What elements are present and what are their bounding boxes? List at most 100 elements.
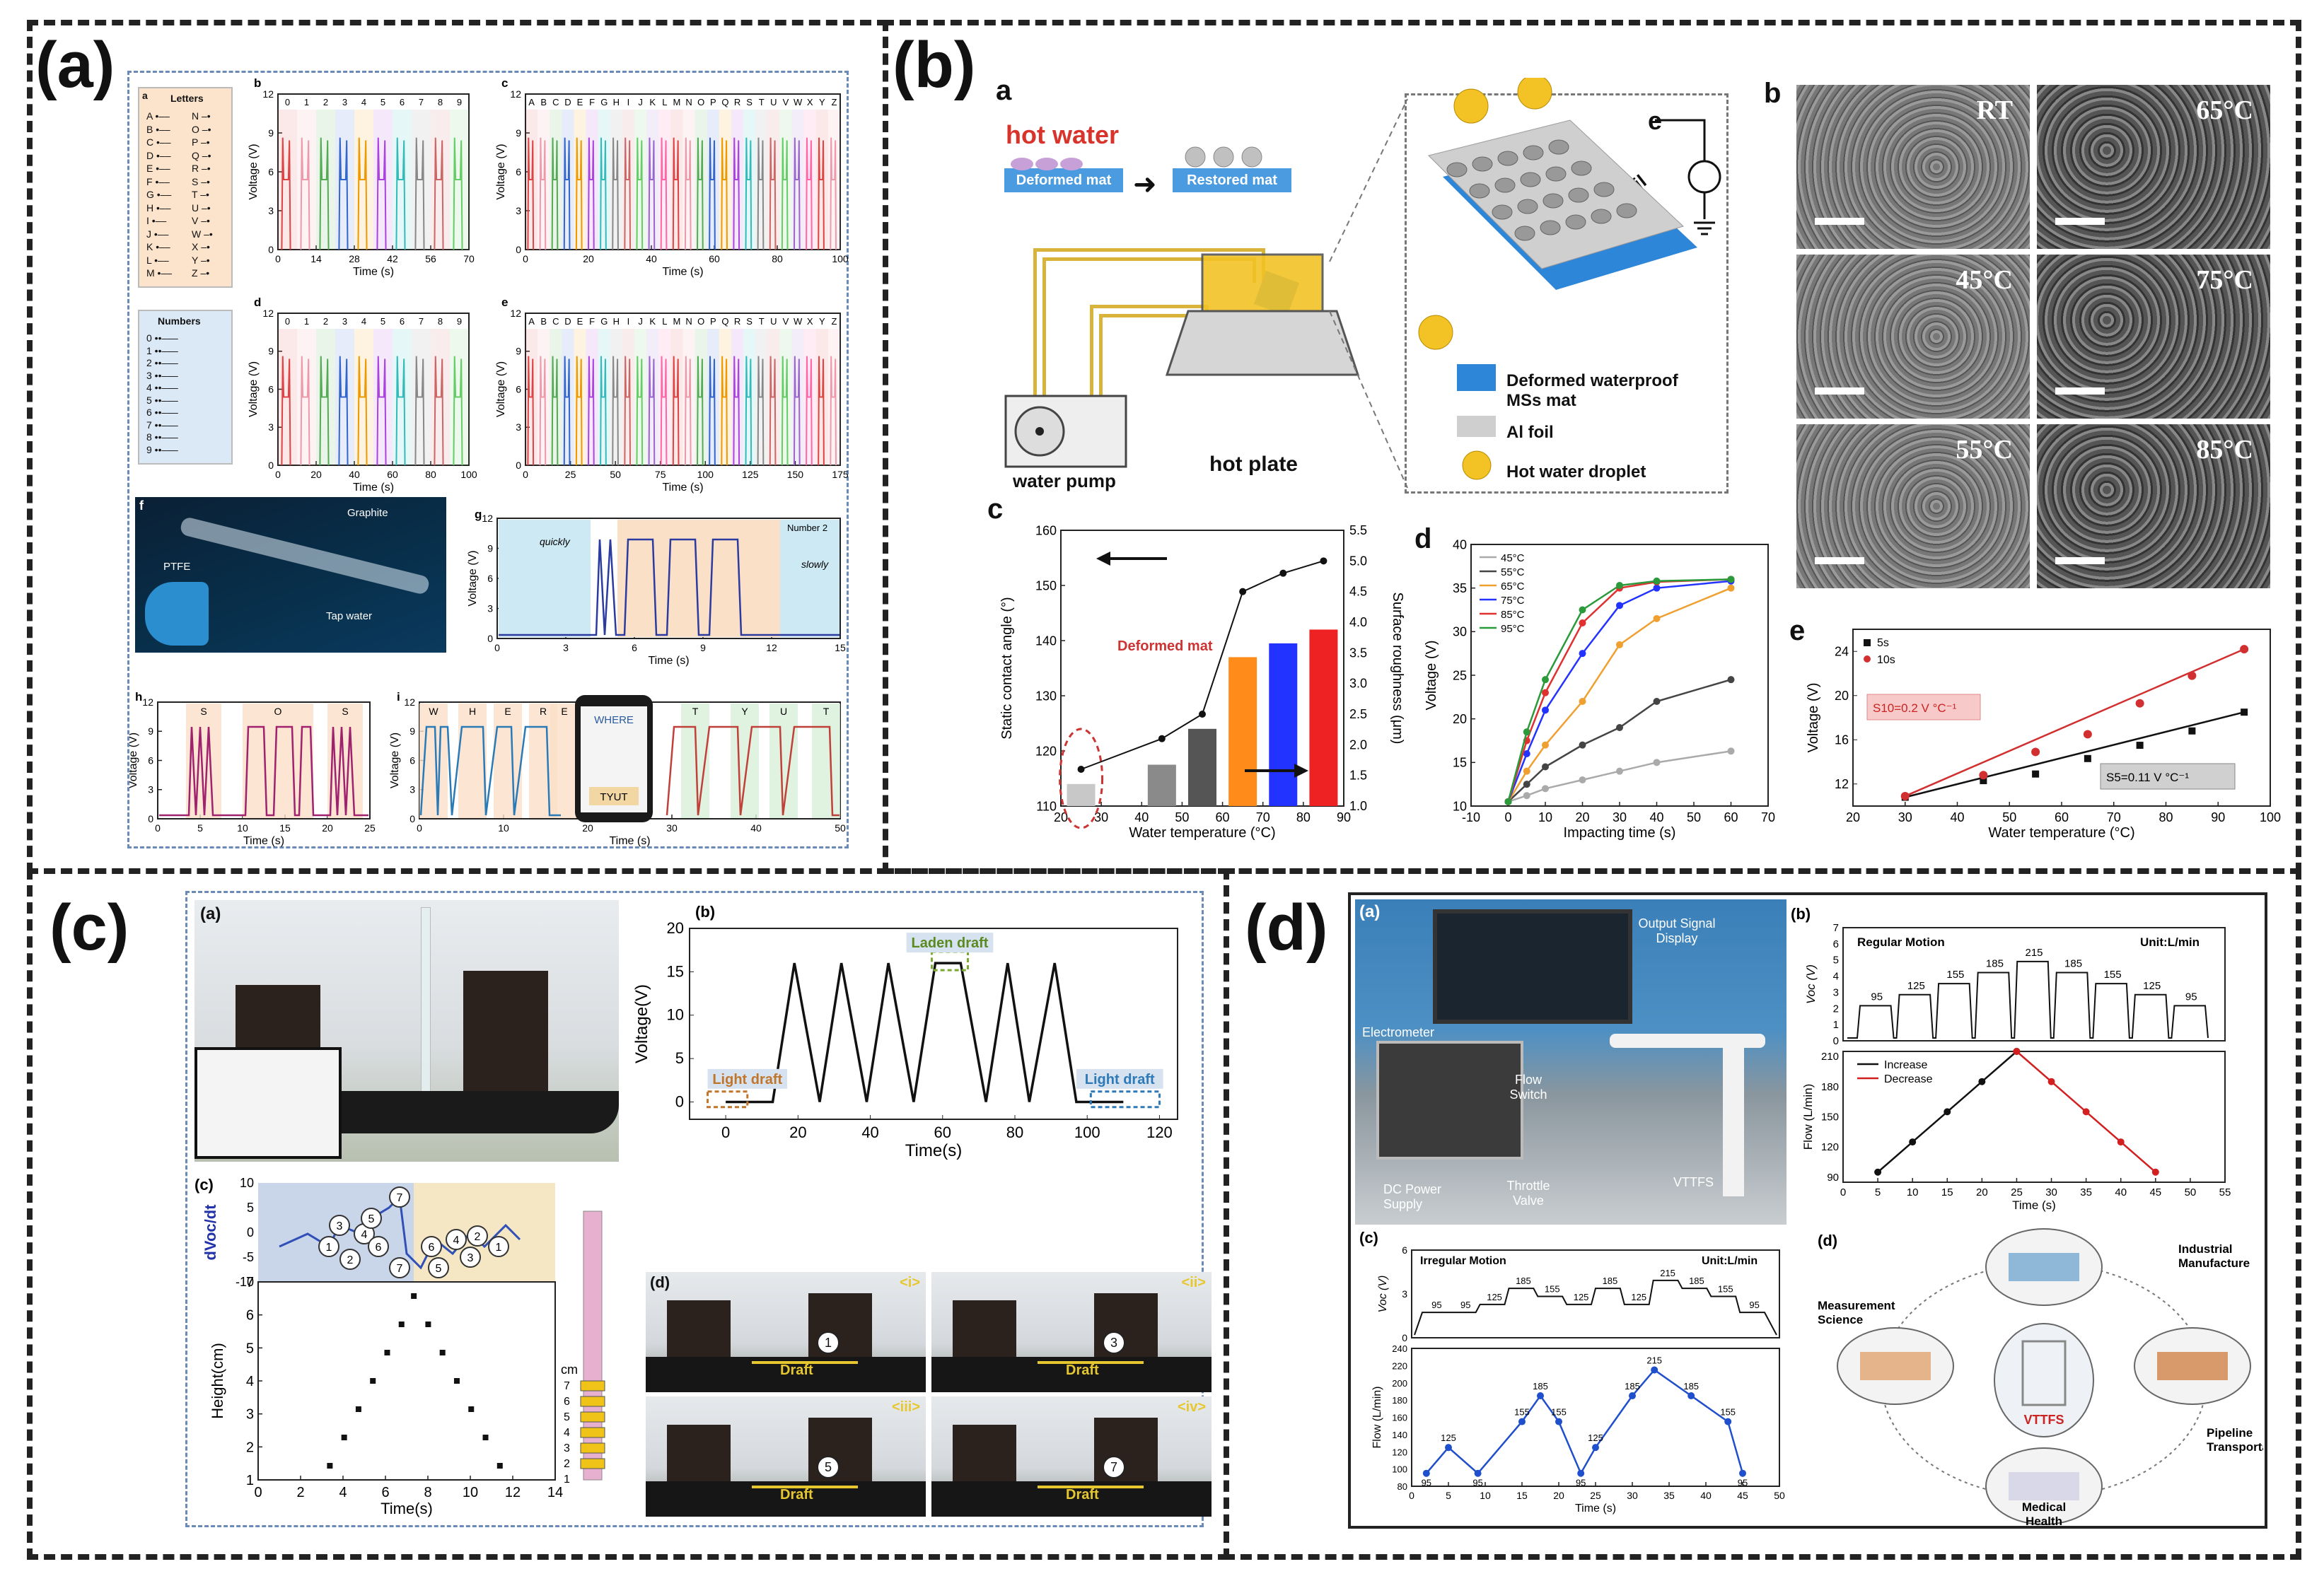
mat-sphere bbox=[1492, 204, 1513, 220]
c-a-sub: (a) bbox=[200, 904, 221, 923]
f-tapwater: Tap water bbox=[326, 610, 373, 622]
morse-letter: D •–– bbox=[146, 149, 171, 161]
header-char: K bbox=[649, 97, 656, 107]
y-tick-label: 12 bbox=[510, 88, 521, 100]
x-tick-label: 40 bbox=[1700, 1490, 1712, 1501]
level-label: 215 bbox=[2025, 947, 2043, 959]
step-number: 5 bbox=[368, 1213, 375, 1225]
y-tick-label: 7 bbox=[246, 1275, 254, 1290]
mat-sphere bbox=[1520, 172, 1541, 187]
series-point bbox=[1980, 777, 1987, 785]
x-axis-label: Time (s) bbox=[662, 266, 703, 278]
step-circle bbox=[421, 1236, 442, 1257]
height-point bbox=[341, 1435, 347, 1440]
quick-bg bbox=[499, 520, 591, 637]
mat-sphere bbox=[1571, 161, 1592, 176]
hot-water-label: hot water bbox=[1006, 120, 1120, 149]
voc-tick: 2 bbox=[1833, 1003, 1839, 1015]
signal-spike bbox=[697, 356, 704, 466]
header-char: L bbox=[662, 316, 667, 327]
y-tick-label: 0 bbox=[516, 244, 521, 255]
light1-label: Light draft bbox=[712, 1072, 782, 1087]
y-tick-label: 10 bbox=[667, 1006, 684, 1024]
series-point bbox=[2135, 699, 2144, 708]
y2-tick-label: 5.0 bbox=[1349, 554, 1367, 568]
header-char: P bbox=[710, 97, 716, 107]
x-tick-label: 12 bbox=[505, 1485, 521, 1500]
signal-spike bbox=[709, 137, 716, 250]
flow2-point bbox=[1474, 1469, 1482, 1477]
header-char: W bbox=[794, 316, 803, 327]
sub-letter: e bbox=[501, 296, 508, 309]
signal-spike bbox=[672, 356, 680, 466]
h-header: S bbox=[200, 706, 207, 717]
light1-bg bbox=[707, 1068, 787, 1089]
voc2-tick: 6 bbox=[1402, 1244, 1407, 1256]
morse-letter: H •–– bbox=[146, 202, 171, 214]
header-char: 4 bbox=[361, 97, 366, 107]
header-char: D bbox=[564, 316, 571, 327]
series-point bbox=[1653, 759, 1661, 766]
height-point bbox=[482, 1435, 489, 1440]
flow2-point bbox=[1592, 1444, 1599, 1452]
header-char: B bbox=[540, 97, 547, 107]
application-icon bbox=[2009, 1253, 2079, 1281]
header-char: 1 bbox=[304, 316, 309, 327]
legend-label: 65°C bbox=[1501, 581, 1525, 593]
x-tick-label: 0 bbox=[523, 469, 528, 480]
flow2-point-label: 95 bbox=[1422, 1478, 1431, 1488]
morse-number: 2 ••––– bbox=[146, 357, 178, 368]
header-char: E bbox=[577, 97, 583, 107]
y-tick-label: 24 bbox=[1835, 644, 1849, 658]
voc-tick: 3 bbox=[1833, 986, 1839, 998]
sem-tile: RT bbox=[1796, 85, 2030, 249]
x-tick-label: 25 bbox=[2011, 1186, 2023, 1198]
x-tick-label: 5 bbox=[1446, 1490, 1451, 1501]
y-tick-label: 12 bbox=[482, 513, 493, 524]
x-tick-label: 20 bbox=[583, 253, 594, 264]
flow-point bbox=[2047, 1078, 2055, 1085]
sem-tile: 45°C bbox=[1796, 255, 2030, 419]
height-point bbox=[370, 1378, 376, 1384]
step-circle bbox=[428, 1257, 449, 1278]
signal-spike bbox=[551, 137, 559, 250]
sem-tile: 55°C bbox=[1796, 424, 2030, 588]
signal-spike bbox=[575, 137, 583, 250]
y-tick-label: 9 bbox=[516, 346, 521, 357]
signal-spike bbox=[757, 137, 765, 250]
node-label: Medical bbox=[2022, 1500, 2066, 1514]
header-char: O bbox=[697, 316, 704, 327]
step-circle bbox=[368, 1236, 389, 1257]
level-label: 185 bbox=[1516, 1276, 1531, 1286]
series-point bbox=[2188, 671, 2197, 680]
d-b-title: Regular Motion bbox=[1857, 935, 1945, 949]
x-tick-label: 40 bbox=[349, 469, 360, 480]
plot-frame bbox=[689, 928, 1178, 1120]
morse-letter: R –• bbox=[192, 163, 211, 174]
header-char: L bbox=[662, 97, 667, 107]
signal-spike bbox=[434, 356, 444, 466]
height-point bbox=[327, 1463, 333, 1469]
header-char: B bbox=[540, 316, 547, 327]
y-tick-label: 30 bbox=[1453, 625, 1467, 639]
y-tick-label: 0 bbox=[409, 813, 415, 824]
level-label: 125 bbox=[1574, 1292, 1589, 1302]
height-point bbox=[439, 1350, 446, 1355]
header-char: K bbox=[649, 316, 656, 327]
photo-f: f Graphite PTFE Tap water bbox=[135, 497, 446, 653]
x-axis-label: Time (s) bbox=[2012, 1198, 2056, 1212]
x-tick-label: 90 bbox=[1337, 810, 1351, 824]
series-point bbox=[1579, 619, 1586, 626]
c-b-axes: Time(s)Voltage(V) bbox=[632, 928, 1178, 1160]
rod-tick: 4 bbox=[564, 1427, 570, 1439]
x-tick-label: 40 bbox=[861, 1124, 878, 1141]
step-number: 7 bbox=[397, 1263, 403, 1275]
x-tick-label: 80 bbox=[772, 253, 783, 264]
x-axis-label: Impacting time (s) bbox=[1564, 825, 1676, 841]
bar bbox=[1309, 629, 1338, 806]
x-tick-label: 80 bbox=[425, 469, 436, 480]
flow2-tick: 80 bbox=[1398, 1481, 1407, 1492]
